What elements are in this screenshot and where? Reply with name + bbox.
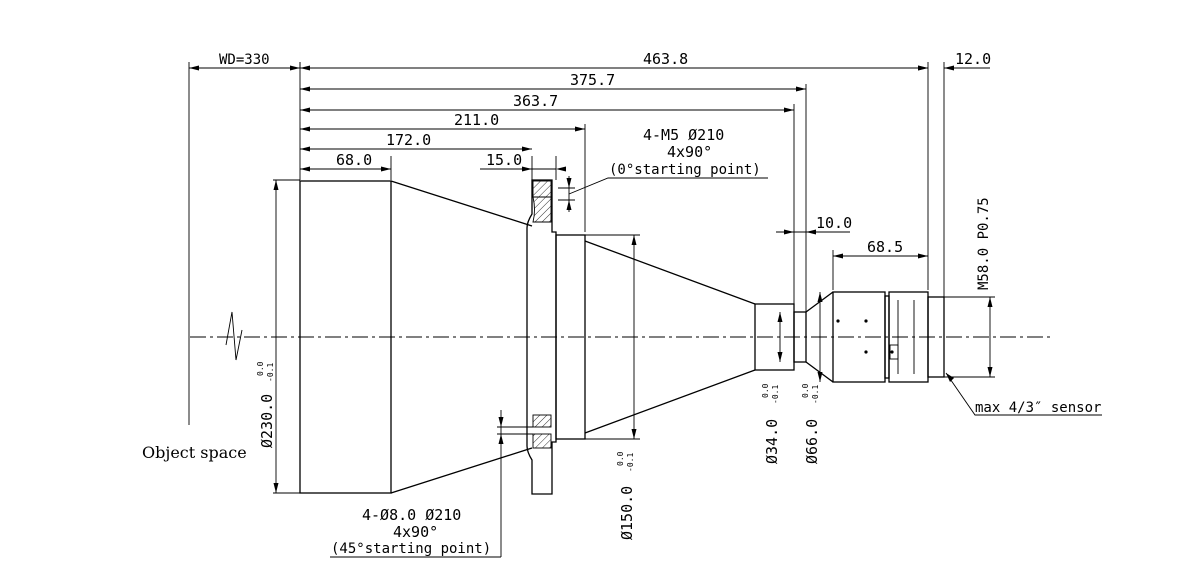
bottom-holes-pattern: 4x90° [393,523,438,541]
extension-lines [188,62,995,494]
dim-flange-thickness: 15.0 [486,151,522,169]
tol-neck-upper: 0.0 [761,383,770,398]
dim-dia-neck: Ø34.0 [763,419,781,464]
dimension-text: WD=330 463.8 12.0 375.7 363.7 211.0 172.… [219,50,992,540]
vertical-dimension-lines [273,180,993,493]
tol-mid-lower: -0.1 [626,453,635,472]
optical-axis [190,311,1050,361]
dim-neck-length: 10.0 [816,214,852,232]
bottom-holes-start: (45°starting point) [331,541,491,557]
tol-rear-upper: 0.0 [801,383,810,398]
dim-wd: WD=330 [219,52,270,68]
leader-lines [330,176,1102,558]
tol-rear-lower: -0.1 [811,385,820,404]
object-space-label: Object space [142,443,247,462]
lens-body [299,179,945,495]
dim-rear-barrel: 68.5 [867,238,903,256]
dim-back-length: 12.0 [955,50,991,68]
tol-mid-upper: 0.0 [616,451,625,466]
callout-text: 4-M5 Ø210 4x90° (0°starting point) 4-Ø8.… [142,126,1101,557]
dim-front-barrel: 68.0 [336,151,372,169]
dim-to-flange-front: 172.0 [386,131,431,149]
dim-dia-rear: Ø66.0 [803,419,821,464]
tol-front-lower: -0.1 [266,363,275,382]
dim-to-thread-end: 375.7 [570,71,615,89]
dim-dia-front: Ø230.0 [258,394,276,448]
tol-neck-lower: -0.1 [771,385,780,404]
dim-to-thread-start: 363.7 [513,92,558,110]
bottom-holes-spec: 4-Ø8.0 Ø210 [362,506,461,524]
horizontal-dimension-lines [189,65,990,259]
tol-front-upper: 0.0 [256,361,265,376]
dim-total-length: 463.8 [643,50,688,68]
top-holes-start: (0°starting point) [609,162,761,178]
sensor-label: max 4/3″ sensor [975,400,1101,416]
dim-dia-mid: Ø150.0 [618,486,636,540]
top-holes-spec: 4-M5 Ø210 [643,126,724,144]
dim-thread-spec: M58.0 P0.75 [976,197,992,290]
top-holes-pattern: 4x90° [667,143,712,161]
dim-to-flange-back: 211.0 [454,111,499,129]
